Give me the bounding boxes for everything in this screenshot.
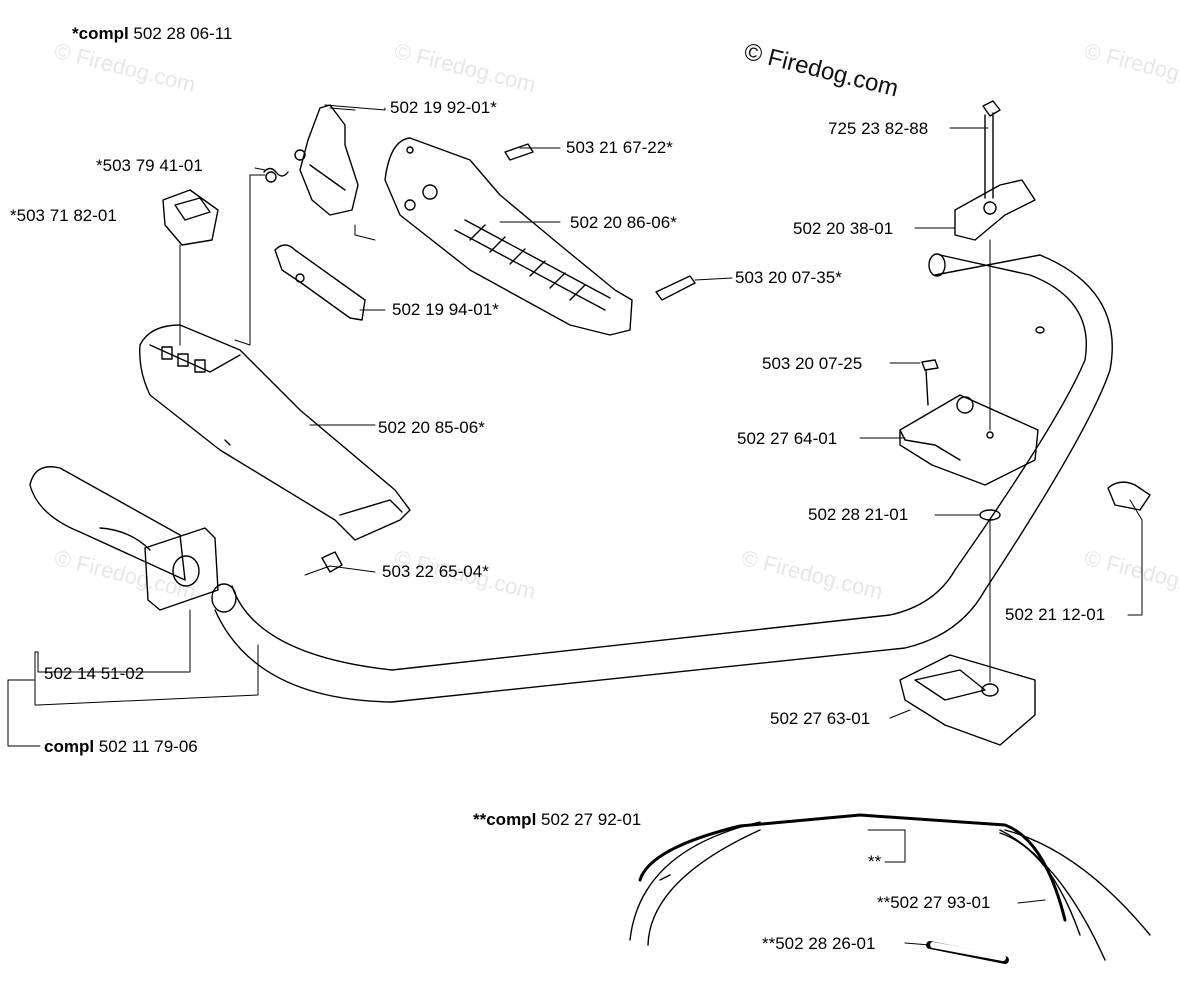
cable-clip [1107, 481, 1151, 511]
label-50219941: 502 19 94-01* [392, 300, 499, 319]
label-50227631: 502 27 63-01 [770, 709, 871, 728]
label-compl-top-prefix: *compl [72, 24, 129, 43]
label-50320073: 503 20 07-35* [735, 268, 842, 287]
label-compl-top-number: 502 28 06-11 [133, 24, 233, 43]
label-50220866: 502 20 86-06* [570, 213, 677, 232]
clamp-upper [899, 394, 1039, 486]
screw-clamp [921, 359, 939, 406]
handlebar-tube [211, 253, 1113, 703]
label-compl-mid-prefix: compl [44, 737, 95, 756]
label-50320072: 503 20 07-25 [762, 354, 863, 373]
label-compl-bot-number: 502 27 92-01 [541, 810, 642, 829]
stop-switch [162, 189, 219, 246]
throttle-housing [139, 324, 411, 541]
wing-knob [954, 179, 1036, 241]
bolt-long [982, 100, 1001, 199]
throttle-trigger [294, 104, 359, 216]
label-72523828: 725 23 82-88 [828, 119, 929, 138]
label-doublestar: ** [868, 852, 882, 871]
label-50220856: 502 20 85-06* [378, 418, 485, 437]
screw-top [504, 143, 534, 161]
leader-lines [7, 104, 1143, 946]
label-50227931: **502 27 93-01 [877, 893, 991, 912]
label-compl-top: *compl 502 28 06-11 [72, 24, 232, 44]
lockout-lever [274, 244, 366, 321]
spring [263, 167, 289, 177]
left-grip [29, 466, 219, 611]
label-50228261: **502 28 26-01 [762, 934, 876, 953]
label-compl-mid-number: 502 11 79-06 [98, 737, 198, 756]
clamp-lower [899, 654, 1036, 746]
handle-cover [384, 137, 633, 336]
label-50322654: 503 22 65-04* [382, 562, 489, 581]
label-50321672: 503 21 67-22* [566, 138, 673, 157]
label-50228211: 502 28 21-01 [808, 505, 909, 524]
screw-right [655, 275, 696, 301]
label-compl-bot: **compl 502 27 92-01 [473, 810, 641, 830]
label-50379411: *503 79 41-01 [96, 156, 203, 175]
nut [321, 551, 343, 573]
label-50227641: 502 27 64-01 [737, 429, 838, 448]
label-compl-mid: compl 502 11 79-06 [44, 737, 198, 757]
label-50220381: 502 20 38-01 [793, 219, 894, 238]
label-50221121: 502 21 12-01 [1005, 605, 1106, 624]
label-50214512: 502 14 51-02 [44, 664, 145, 683]
label-50219921: 502 19 92-01* [390, 98, 497, 117]
cable-assembly [629, 813, 1151, 964]
label-compl-bot-prefix: **compl [473, 810, 537, 829]
label-50371821: *503 71 82-01 [10, 206, 117, 225]
